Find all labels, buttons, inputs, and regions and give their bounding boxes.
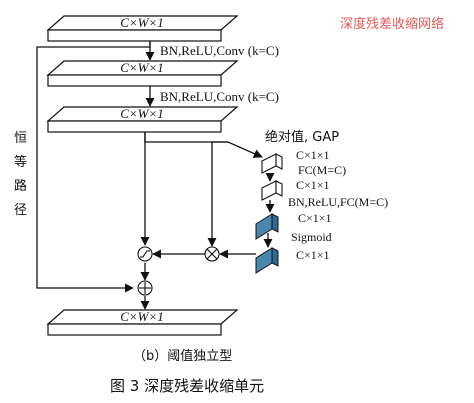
branch-box-fc1 bbox=[261, 180, 283, 201]
branch-dim3: C×1×1 bbox=[298, 211, 332, 225]
branch-box-gap bbox=[261, 153, 283, 174]
branch-abs-gap-label: 绝对值, GAP bbox=[265, 129, 339, 145]
soft-threshold-node bbox=[137, 246, 153, 262]
layer-third: C×W×1 bbox=[46, 106, 239, 133]
figure-caption: 图 3 深度残差收缩单元 bbox=[110, 377, 264, 395]
identity-char-4: 径 bbox=[14, 203, 27, 218]
layer-output: C×W×1 bbox=[46, 309, 239, 336]
identity-path-line bbox=[36, 41, 151, 293]
op-first-label: BN,ReLU,Conv (k=C) bbox=[160, 43, 279, 58]
multiply-node bbox=[204, 246, 220, 262]
branch-box-fc2 bbox=[255, 213, 279, 240]
branch-dim1: C×1×1 bbox=[296, 148, 330, 162]
identity-char-2: 等 bbox=[14, 154, 27, 170]
identity-path-label: 恒 等 路 径 bbox=[14, 131, 27, 218]
op-second-label: BN,ReLU,Conv (k=C) bbox=[160, 89, 279, 104]
layer-second: C×W×1 bbox=[46, 60, 239, 87]
layer-top-label: C×W×1 bbox=[120, 15, 164, 30]
watermark-text: 深度残差收缩网络 bbox=[340, 16, 444, 32]
layer-output-label: C×W×1 bbox=[120, 309, 164, 324]
layer-top: C×W×1 bbox=[46, 15, 239, 42]
branch-line bbox=[144, 132, 263, 158]
add-node bbox=[137, 280, 153, 296]
branch-dim2: C×1×1 bbox=[296, 178, 330, 192]
branch-dim4: C×1×1 bbox=[296, 248, 330, 262]
layer-second-label: C×W×1 bbox=[120, 60, 164, 75]
branch-bn-relu-fc: BN,ReLU,FC(M=C) bbox=[288, 195, 388, 209]
branch-fc-m: FC(M=C) bbox=[298, 163, 346, 177]
subcaption: （b）阈值独立型 bbox=[133, 348, 232, 364]
layer-third-label: C×W×1 bbox=[120, 106, 164, 121]
identity-char-3: 路 bbox=[14, 178, 27, 194]
arrow-gap-to-multiply bbox=[207, 141, 228, 247]
branch-sigmoid: Sigmoid bbox=[291, 230, 332, 244]
branch-box-sigmoid bbox=[255, 247, 279, 274]
identity-char-1: 恒 bbox=[14, 131, 27, 146]
